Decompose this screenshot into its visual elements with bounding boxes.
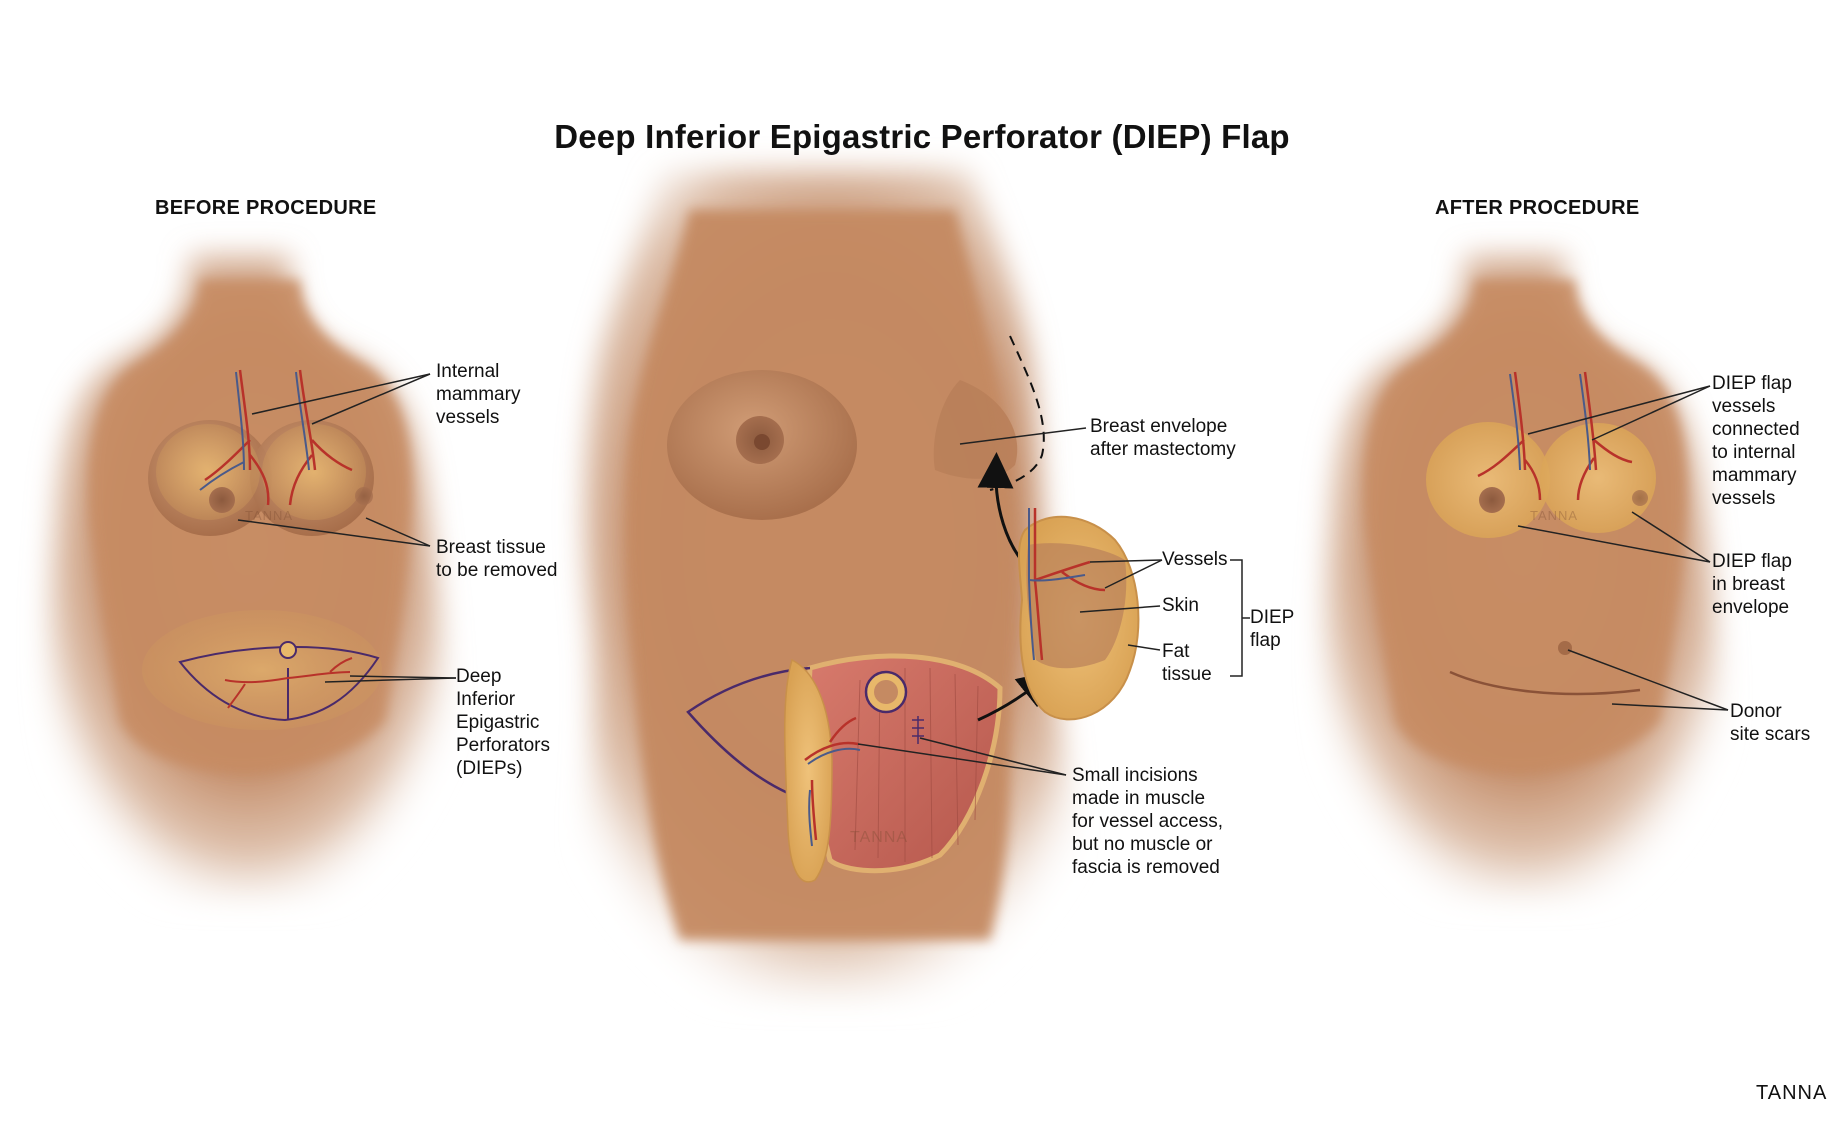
label-fat-tissue: Fat tissue [1162,641,1212,685]
before-vessels-red [204,369,353,506]
diep-flap-detail [1017,508,1140,721]
label-dieps: Deep Inferior Epigastric Perforators (DI… [456,666,550,779]
before-vessels-blue [199,371,310,491]
label-vessels: Vessels [1162,549,1228,570]
page-title: Deep Inferior Epigastric Perforator (DIE… [554,118,1290,155]
label-breast-envelope: Breast envelope after mastectomy [1090,416,1236,460]
before-breast-fat-right [262,424,366,520]
diep-flap-vessels-blue [1028,508,1086,661]
label-internal-mammary-vessels: Internal mammary vessels [436,361,521,428]
after-figure: TANNA [1322,255,1729,900]
middle-envelope-dashed [989,335,1045,491]
label-skin: Skin [1162,595,1199,616]
middle-lifted-flap [784,658,833,883]
after-watermark: TANNA [1530,508,1578,523]
after-vessels-blue [1509,373,1591,471]
middle-nipple-left [754,434,770,450]
before-leaders [237,373,457,683]
before-abdomen-fat [142,610,382,730]
before-nipple-left [209,487,235,513]
tanna-logo: TANNA [1756,1082,1828,1104]
after-leaders [1517,385,1729,711]
after-donor-scar [1449,670,1641,696]
middle-incision-outline [686,666,813,804]
middle-flap-vessels-blue [807,747,861,847]
middle-figure: TANNA [560,170,1250,1000]
label-donor-site-scars: Donor site scars [1730,701,1811,745]
label-diep-flap-bracket: DIEP flap [1250,607,1295,651]
label-diep-flap-in-envelope: DIEP flap in breast envelope [1712,551,1792,618]
before-figure: TANNA [47,255,457,900]
before-watermark: TANNA [245,508,293,523]
before-navel [279,641,297,659]
middle-small-incisions [912,716,924,744]
after-vessels-red [1477,371,1633,501]
middle-flap-vessels [804,716,859,841]
before-diep-vessels [224,657,353,709]
label-breast-tissue-removed: Breast tissue to be removed [436,537,558,581]
label-small-incisions: Small incisions made in muscle for vesse… [1072,765,1223,878]
label-diep-flap-vessels-connected: DIEP flap vessels connected to internal … [1712,373,1800,509]
before-incision-outline [178,646,380,722]
middle-navel-inner [874,680,898,704]
after-breast-right [1540,423,1656,533]
after-navel [1558,641,1572,655]
middle-watermark: TANNA [850,829,908,846]
after-nipple-right [1632,490,1648,506]
after-heading: AFTER PROCEDURE [1435,197,1640,219]
before-breast-fat-left [156,424,260,520]
before-nipple-right [355,487,373,505]
middle-leaders [857,427,1250,776]
before-heading: BEFORE PROCEDURE [155,197,377,219]
after-nipple-left [1479,487,1505,513]
